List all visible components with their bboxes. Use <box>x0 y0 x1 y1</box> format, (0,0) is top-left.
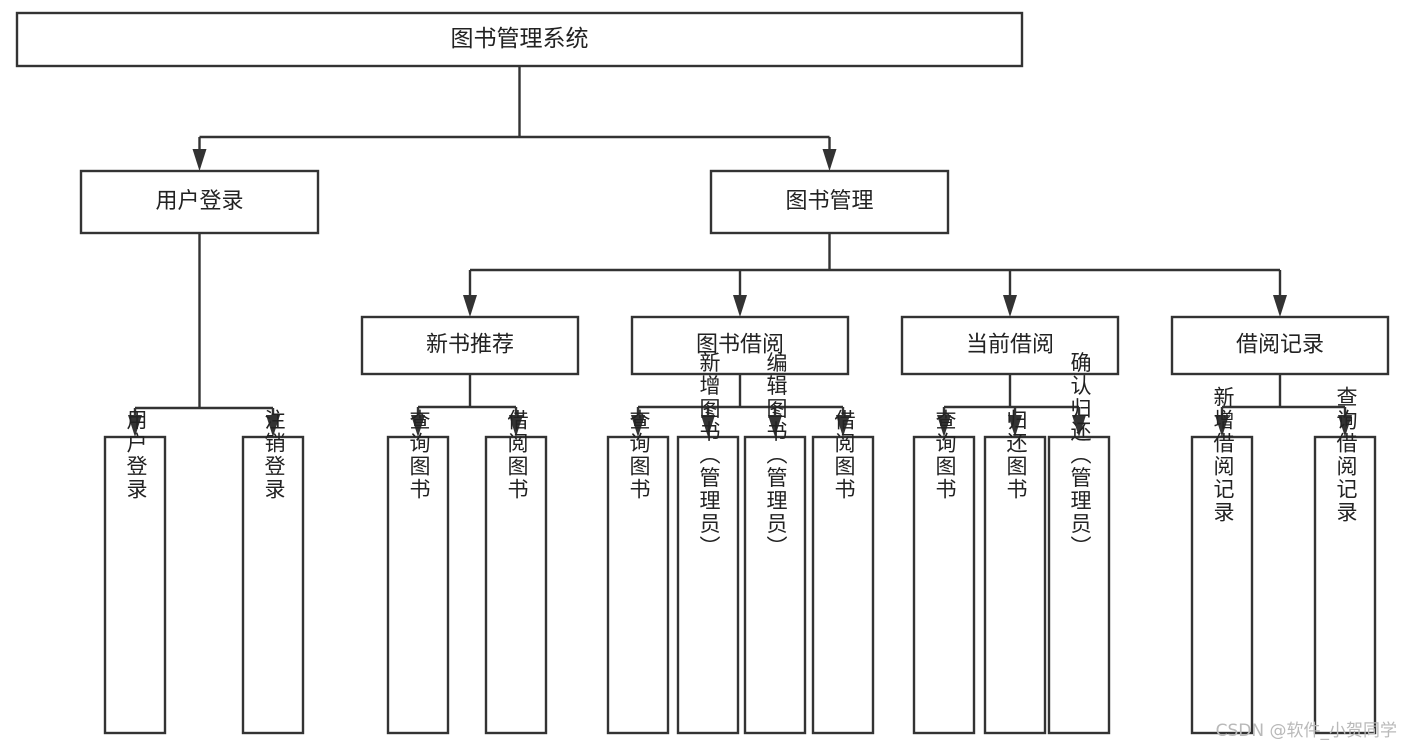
arrow-head-icon <box>1008 415 1022 437</box>
node-label: 图书借阅 <box>696 333 784 358</box>
node-box <box>15 11 1024 68</box>
node-label: 新增图书（管理员） <box>697 352 721 559</box>
node-label: 借阅图书 <box>505 409 529 501</box>
node-label: 注销登录 <box>262 409 286 501</box>
node-label: 新书推荐 <box>426 333 514 358</box>
node-l-queryrecord[interactable]: 查询借阅记录 <box>1313 386 1377 735</box>
node-l-returnbook[interactable]: 归还图书 <box>983 409 1047 735</box>
arrow-head-icon <box>631 415 645 437</box>
node-l-borrowbook1[interactable]: 借阅图书 <box>484 409 548 735</box>
node-layer: 图书管理系统用户登录图书管理新书推荐图书借阅当前借阅借阅记录用户登录注销登录查询… <box>15 11 1390 735</box>
node-label: 新增借阅记录 <box>1211 386 1235 524</box>
arrow-head-icon <box>128 415 142 437</box>
connector-layer <box>128 66 1352 437</box>
node-box <box>241 435 305 735</box>
node-l-addrecord[interactable]: 新增借阅记录 <box>1190 386 1254 735</box>
arrow-head-icon <box>822 149 837 171</box>
arrow-head-icon <box>411 415 425 437</box>
connector-group-n-borrow <box>631 374 850 437</box>
node-label: 当前借阅 <box>966 333 1054 358</box>
node-label: 编辑图书（管理员） <box>764 352 788 559</box>
node-label: 图书管理系统 <box>451 26 589 52</box>
connector-group-n-current <box>937 374 1086 437</box>
node-box <box>630 315 850 376</box>
node-box <box>811 435 875 735</box>
node-n-login[interactable]: 用户登录 <box>79 169 320 235</box>
node-label: 用户登录 <box>124 409 148 501</box>
node-l-querybook1[interactable]: 查询图书 <box>386 409 450 735</box>
node-label: 图书管理 <box>785 189 873 214</box>
node-box <box>709 169 950 235</box>
arrow-head-icon <box>701 415 715 437</box>
arrow-head-icon <box>1215 415 1229 437</box>
arrow-head-icon <box>1338 415 1352 437</box>
arrow-head-icon <box>266 415 280 437</box>
node-l-addbook[interactable]: 新增图书（管理员） <box>676 352 740 735</box>
arrow-head-icon <box>768 415 782 437</box>
node-box <box>386 435 450 735</box>
node-n-bookmgmt[interactable]: 图书管理 <box>709 169 950 235</box>
node-label: 查询图书 <box>407 409 431 501</box>
connector-group-n-bookmgmt <box>463 233 1287 317</box>
arrow-head-icon <box>1273 295 1287 317</box>
node-l-querybook2[interactable]: 查询图书 <box>606 409 670 735</box>
node-l-borrowbook2[interactable]: 借阅图书 <box>811 409 875 735</box>
arrow-head-icon <box>1003 295 1017 317</box>
node-label: 确认归还（管理员） <box>1068 352 1092 559</box>
node-box <box>360 315 580 376</box>
node-label: 用户登录 <box>155 189 243 214</box>
node-n-borrow[interactable]: 图书借阅 <box>630 315 850 376</box>
arrow-head-icon <box>733 295 747 317</box>
arrow-head-icon <box>192 149 207 171</box>
node-l-querybook3[interactable]: 查询图书 <box>912 409 976 735</box>
arrow-head-icon <box>463 295 477 317</box>
node-label: 借阅图书 <box>832 409 856 501</box>
node-box <box>1313 435 1377 735</box>
arrow-head-icon <box>509 415 523 437</box>
node-box <box>983 435 1047 735</box>
node-l-logout[interactable]: 注销登录 <box>241 409 305 735</box>
node-box <box>912 435 976 735</box>
node-l-editbook[interactable]: 编辑图书（管理员） <box>743 352 807 735</box>
node-box <box>484 435 548 735</box>
node-l-confirmreturn[interactable]: 确认归还（管理员） <box>1047 352 1111 735</box>
node-box <box>743 435 807 735</box>
node-box <box>1047 435 1111 735</box>
node-l-userlogin[interactable]: 用户登录 <box>103 409 167 735</box>
node-box <box>103 435 167 735</box>
node-n-current[interactable]: 当前借阅 <box>900 315 1120 376</box>
arrow-head-icon <box>836 415 850 437</box>
connector-group-n-record <box>1215 374 1352 437</box>
arrow-head-icon <box>937 415 951 437</box>
node-n-newbook[interactable]: 新书推荐 <box>360 315 580 376</box>
node-label: 查询借阅记录 <box>1334 386 1358 524</box>
node-box <box>1190 435 1254 735</box>
connector-group-root <box>192 66 837 171</box>
node-box <box>900 315 1120 376</box>
arrow-head-icon <box>1072 415 1086 437</box>
node-root[interactable]: 图书管理系统 <box>15 11 1024 68</box>
node-n-record[interactable]: 借阅记录 <box>1170 315 1390 376</box>
node-label: 归还图书 <box>1004 409 1028 501</box>
node-box <box>1170 315 1390 376</box>
node-box <box>79 169 320 235</box>
node-label: 查询图书 <box>627 409 651 501</box>
node-label: 查询图书 <box>933 409 957 501</box>
node-box <box>676 435 740 735</box>
connector-group-n-newbook <box>411 374 523 437</box>
node-label: 借阅记录 <box>1236 333 1324 358</box>
connector-group-n-login <box>128 233 280 437</box>
node-box <box>606 435 670 735</box>
